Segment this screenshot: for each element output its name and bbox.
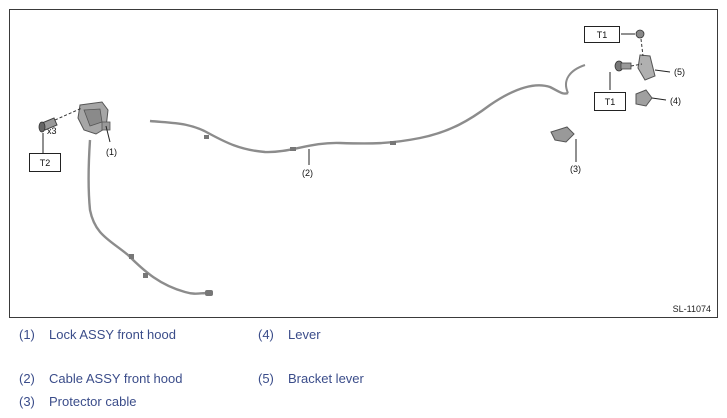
lock-assy-front-hood xyxy=(77,101,111,135)
bolt-t2 xyxy=(38,117,58,133)
legend-item-2: (2) Cable ASSY front hood xyxy=(19,371,182,386)
legend-label: Bracket lever xyxy=(288,371,364,386)
legend-num: (2) xyxy=(19,371,35,386)
torque-label-t2: T2 xyxy=(29,153,61,172)
legend-num: (3) xyxy=(19,394,35,409)
lock-release-cable xyxy=(87,139,209,295)
diagram-drawing xyxy=(38,29,671,296)
legend-label: Cable ASSY front hood xyxy=(49,371,183,386)
protector-cable xyxy=(550,126,575,143)
callout-1: (1) xyxy=(106,147,117,157)
callout-2: (2) xyxy=(302,168,313,178)
legend-item-4: (4) Lever xyxy=(258,327,321,342)
bolt-t1-left xyxy=(614,60,632,72)
legend-num: (5) xyxy=(258,371,274,386)
nut-t1-top xyxy=(635,29,645,39)
lever xyxy=(635,89,653,107)
figure-id: SL-11074 xyxy=(672,304,711,314)
legend-label: Lock ASSY front hood xyxy=(49,327,176,342)
legend-num: (4) xyxy=(258,327,274,342)
legend-item-3: (3) Protector cable xyxy=(19,394,136,409)
parts-diagram: T2 x3 (1) (2) (3) (4) (5) T1 T1 SL-11074 xyxy=(9,9,718,318)
legend-label: Protector cable xyxy=(49,394,137,409)
cable-assy-front-hood xyxy=(149,84,569,154)
torque-label-t1-top: T1 xyxy=(584,26,620,43)
torque-label-t1-bottom: T1 xyxy=(594,92,626,111)
callout-4: (4) xyxy=(670,96,681,106)
legend-num: (1) xyxy=(19,327,35,342)
legend-label: Lever xyxy=(288,327,321,342)
legend-item-5: (5) Bracket lever xyxy=(258,371,364,386)
legend-item-1: (1) Lock ASSY front hood xyxy=(19,327,176,342)
callout-3: (3) xyxy=(570,164,581,174)
callout-5: (5) xyxy=(674,67,685,77)
quantity-label: x3 xyxy=(47,126,57,136)
bracket-lever xyxy=(637,54,656,81)
